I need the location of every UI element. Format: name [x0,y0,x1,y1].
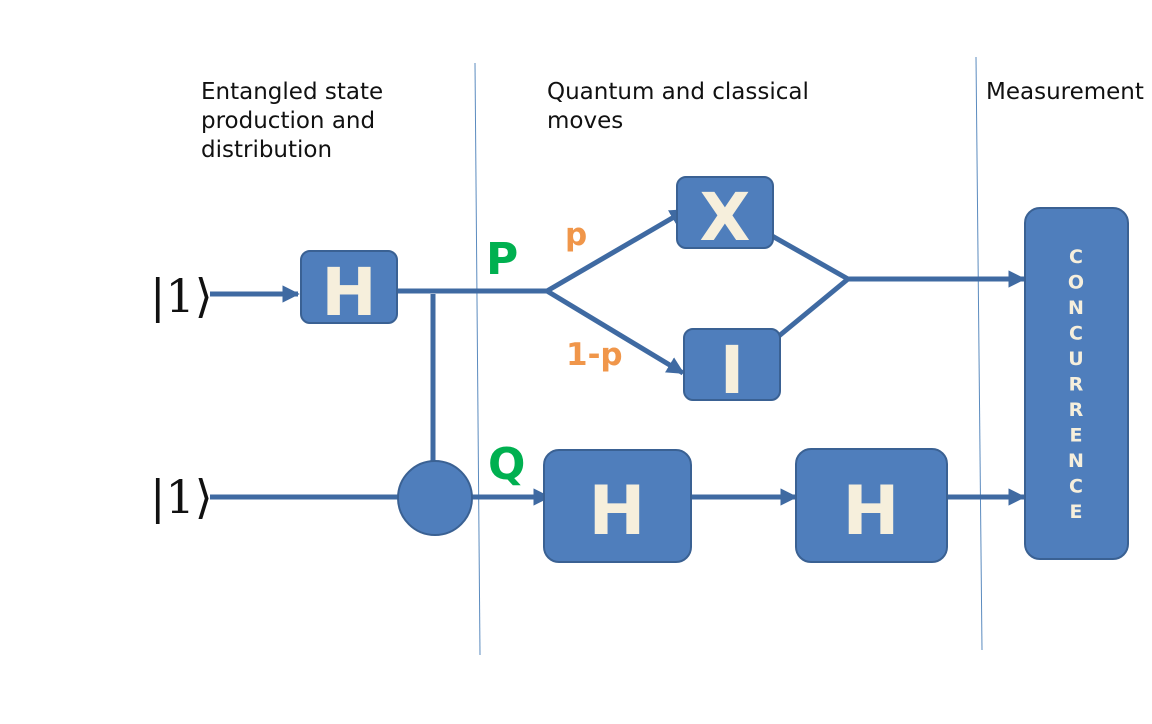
gate-h-top-label: H [321,254,376,331]
concurrence-letter: U [1068,348,1083,370]
prob-label-p: p [565,217,587,253]
section-label-measurement: Measurement [986,79,1144,105]
prob-label-1p: 1-p [566,337,623,373]
gate-i-label: I [720,332,745,409]
concurrence-letter: E [1070,501,1083,523]
gate-x-label: X [700,179,751,256]
gate-h-bottom-2-box [795,448,948,563]
gate-i-box [683,328,781,401]
gate-h-bottom-1-label: H [589,472,646,551]
divider-1 [474,62,481,656]
concurrence-letter: R [1069,374,1084,396]
concurrence-letter: C [1069,476,1083,498]
gate-h-bottom-2-label: H [843,472,900,551]
input-ket-bottom: |1⟩ [150,470,213,524]
concurrence-letter: N [1068,297,1084,319]
wire-i-out [766,277,850,347]
concurrence-box [1024,207,1129,560]
control-node [397,460,473,536]
divider-2 [975,56,983,651]
branch-label-p: P [486,234,518,285]
gate-h-bottom-1-box [543,449,692,563]
concurrence-letter: O [1068,272,1084,294]
section-label-moves: Quantum and classical moves [547,79,809,134]
concurrence-letter: C [1069,323,1083,345]
wire-branch-i [545,288,685,376]
gate-x-box [676,176,774,249]
concurrence-letter: R [1069,399,1084,421]
concurrence-letter: E [1070,425,1083,447]
section-label-entangled: Entangled state production and distribut… [201,79,384,163]
input-ket-top: |1⟩ [150,269,213,323]
concurrence-letter: N [1068,450,1084,472]
wire-branch-x [545,207,688,294]
gate-h-top-box [300,250,398,324]
branch-label-q: Q [488,439,525,490]
concurrence-letter: C [1069,246,1083,268]
